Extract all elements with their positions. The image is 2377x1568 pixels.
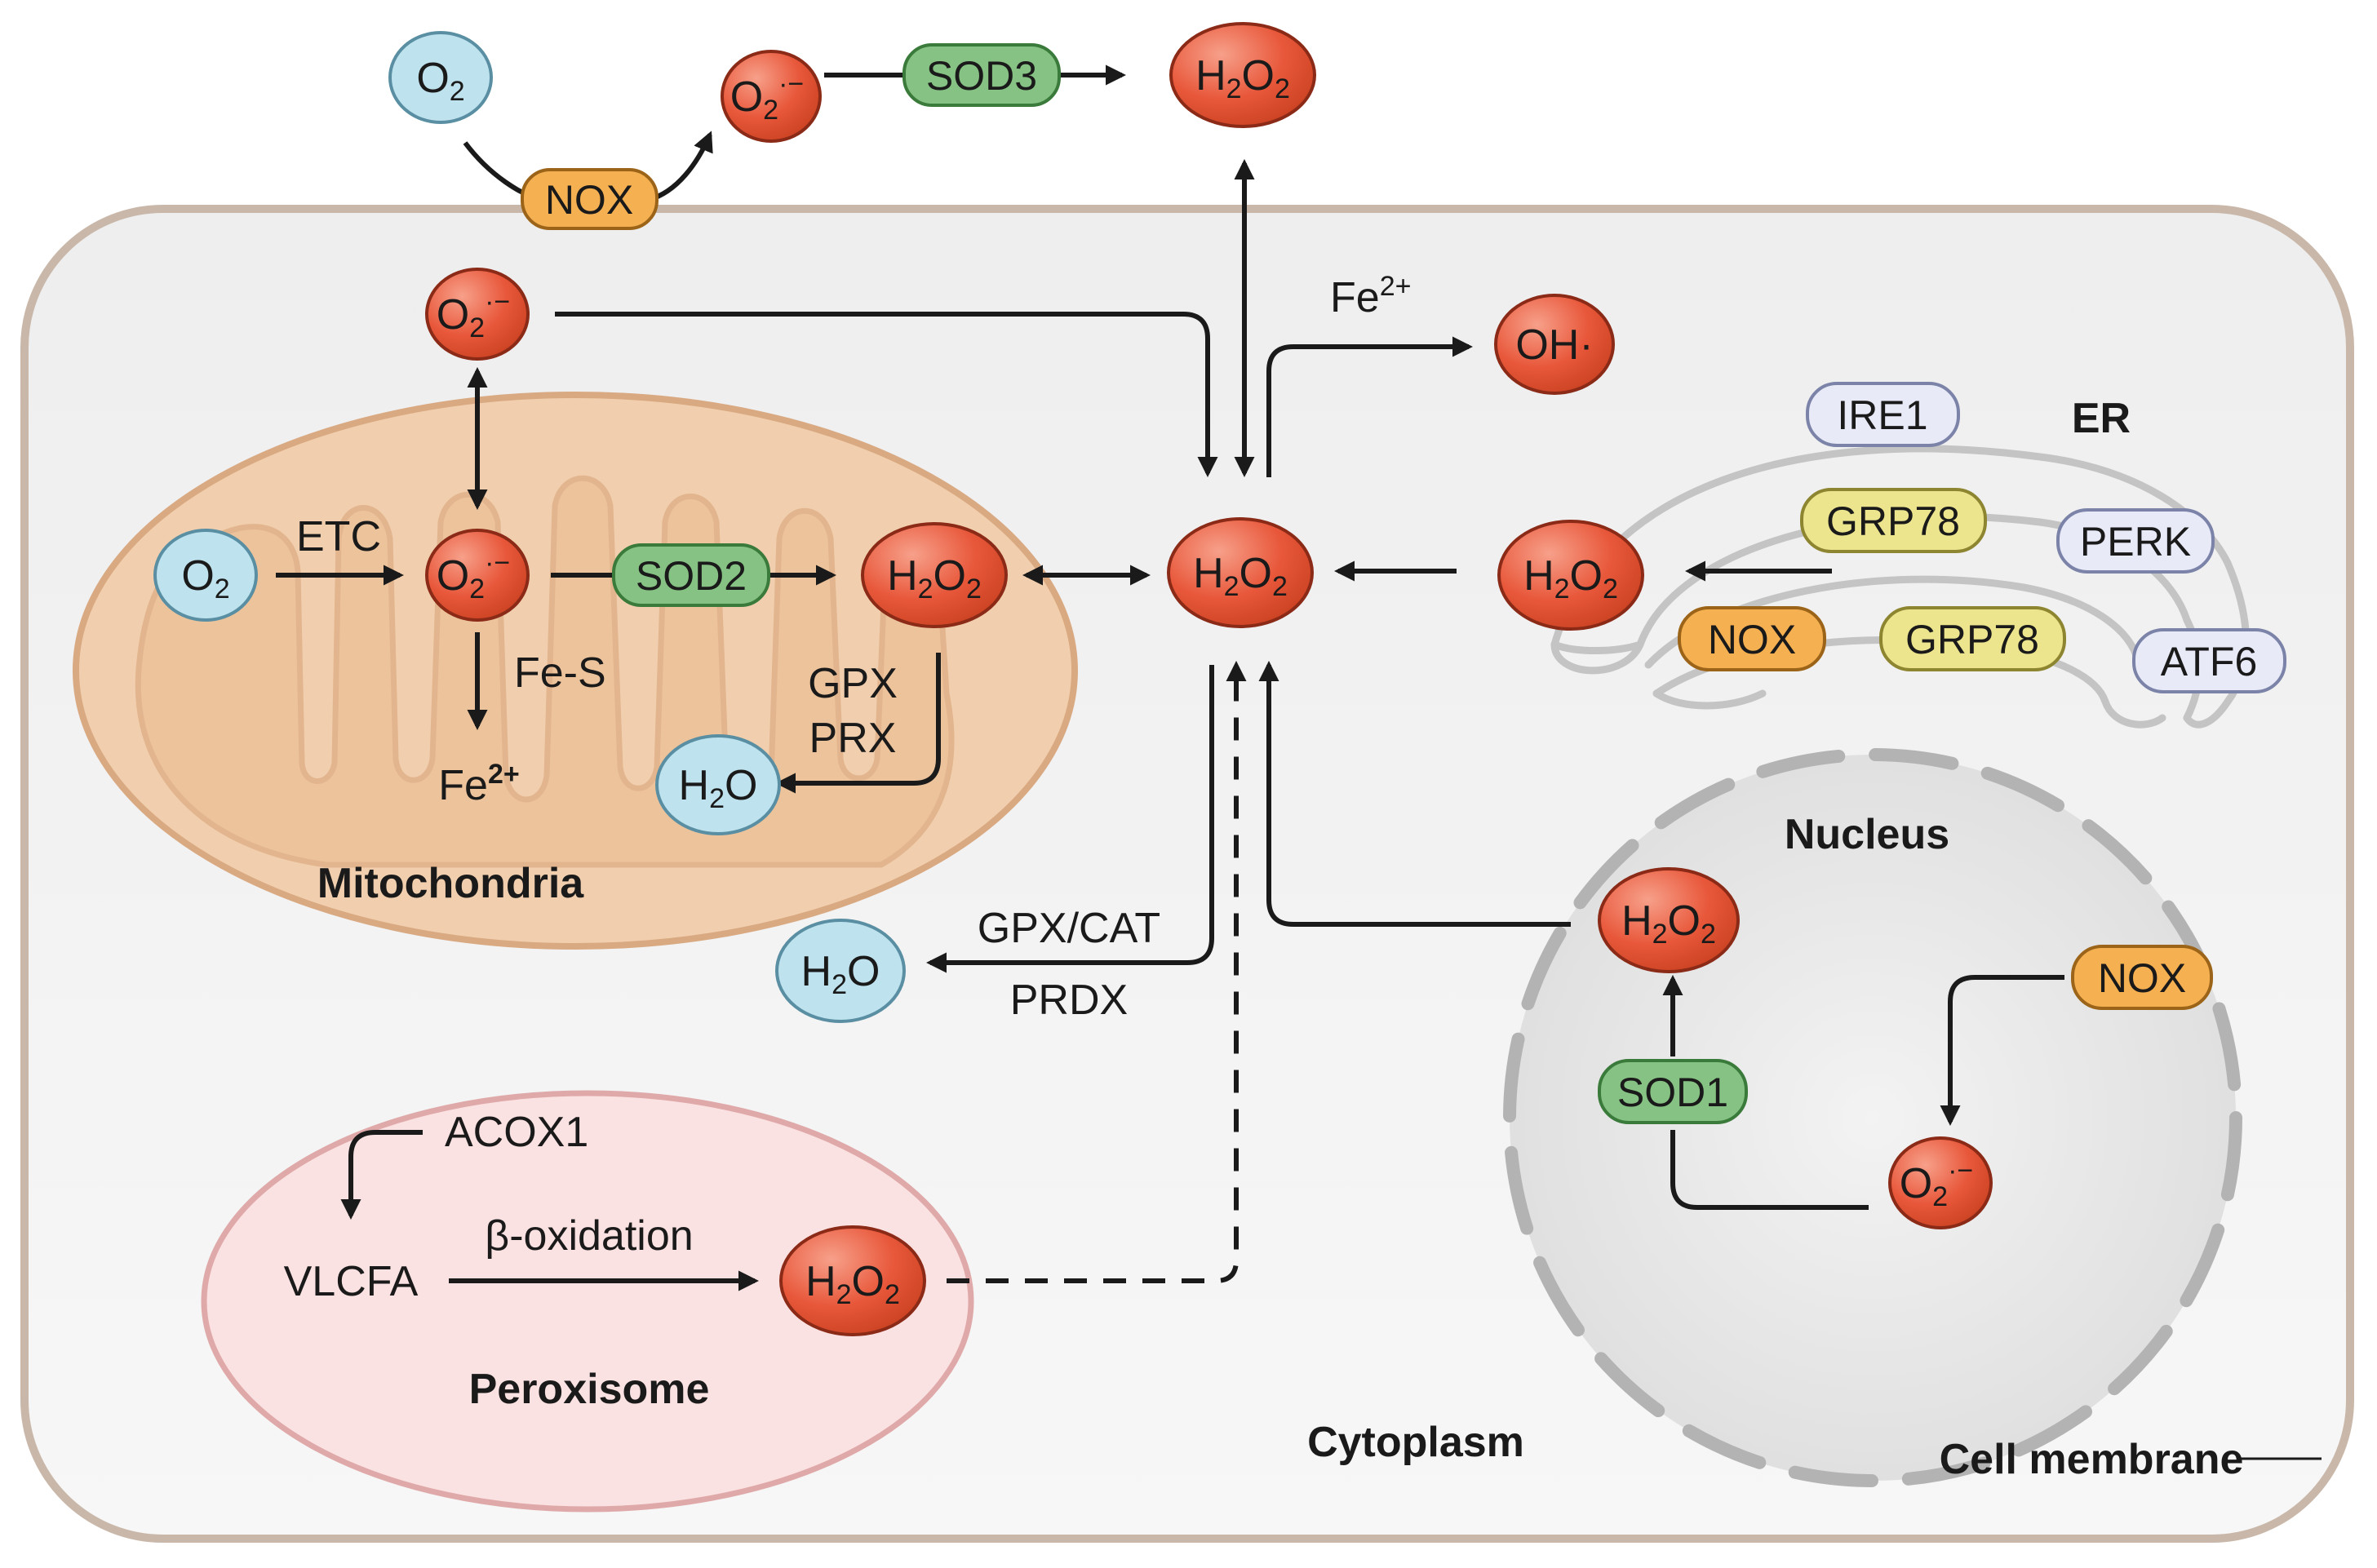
svg-text:PERK: PERK [2080,519,2191,565]
arrow-nucleus-h2o2-to-central [1258,660,1571,927]
arrow-nox-to-superoxide [648,131,713,202]
arrow-central-h2o2-to-water [925,665,1214,973]
svg-text:NOX: NOX [2098,955,2186,1001]
svg-text:H2O2: H2O2 [887,552,982,605]
svg-text:ATF6: ATF6 [2161,639,2258,684]
cytoplasm-label: Cytoplasm [1307,1419,1524,1466]
svg-text:SOD3: SOD3 [926,53,1037,99]
svg-text:H2O: H2O [801,948,880,1000]
svg-text:H2O2: H2O2 [1523,552,1618,605]
arrow-mito-h2o2-to-water [774,653,941,794]
hydroxyl-radical: OH· [1494,294,1615,395]
svg-text:NOX: NOX [545,177,633,223]
arrow-fenton-to-hydroxyl [1266,336,1474,477]
h2o2-central: H2O2 [1167,517,1314,628]
svg-text:H2O2: H2O2 [805,1258,900,1310]
svg-text:O2·−: O2·− [1900,1155,1974,1212]
arrow-peroxisome-to-h2o2 [947,660,1247,1283]
o2-mitochondrial: O2 [153,529,258,622]
h2o2-nucleus: H2O2 [1598,867,1740,973]
nucleus-label: Nucleus [1785,811,1949,858]
svg-text:GRP78: GRP78 [1905,617,2039,662]
svg-text:GRP78: GRP78 [1826,498,1960,544]
svg-text:SOD1: SOD1 [1617,1070,1728,1115]
er-label: ER [2072,395,2131,442]
gpx-cat-label: GPX/CAT [978,905,1160,952]
grp78-pill-lower: GRP78 [1879,606,2066,671]
prdx-label: PRDX [1010,977,1128,1024]
svg-text:H2O: H2O [679,762,758,814]
prx-label: PRX [809,715,897,762]
h2o2-peroxisome: H2O2 [779,1225,926,1336]
nox-er: NOX [1678,606,1826,671]
superoxide-cytoplasmic: O2·− [425,268,530,361]
peroxisome [201,1090,974,1513]
svg-text:H2O2: H2O2 [1193,550,1288,602]
arrow-acox1-to-vlcfa [340,1130,423,1220]
o2-extracellular: O2 [388,31,493,124]
acox1-label: ACOX1 [445,1109,588,1156]
superoxide-mitochondrial: O2·− [425,529,530,622]
peroxisome-label: Peroxisome [469,1366,710,1413]
grp78-pill-upper: GRP78 [1800,488,1987,553]
cell-membrane-label: Cell membrane [1940,1436,2244,1483]
svg-text:O2·−: O2·− [730,69,805,126]
etc-label: ETC [296,513,381,560]
svg-text:NOX: NOX [1708,617,1796,662]
arrow-cytoplasmic-superoxide-to-h2o2 [555,312,1218,478]
h2o2-er: H2O2 [1497,520,1644,631]
h2o-cytoplasmic: H2O [775,919,906,1023]
superoxide-extracellular: O2·− [721,50,822,143]
arrow-nucleus-nox-to-superoxide [1940,975,2064,1127]
fe2-mito-label: Fe2+ [438,759,519,809]
arrow-nucleus-superoxide-to-sod1 [1670,1130,1869,1210]
h2o-mitochondrial: H2O [655,734,781,835]
svg-text:OH·: OH· [1515,321,1593,369]
atf6-pill: ATF6 [2132,628,2286,693]
svg-text:O2: O2 [181,552,229,605]
svg-text:O2: O2 [416,55,464,107]
svg-text:H2O2: H2O2 [1195,52,1290,104]
svg-text:SOD2: SOD2 [636,553,747,599]
mitochondria-label: Mitochondria [317,860,585,907]
svg-text:IRE1: IRE1 [1837,392,1927,438]
perk-pill: PERK [2056,508,2215,574]
gpx-label: GPX [808,660,898,707]
svg-text:O2·−: O2·− [437,547,511,605]
sod2-pill: SOD2 [612,543,770,607]
superoxide-nucleus: O2·− [1888,1136,1993,1229]
nox-extracellular: NOX [521,168,659,230]
sod3-pill: SOD3 [902,43,1061,107]
beta-oxidation-label: β-oxidation [485,1212,693,1260]
fe-s-label: Fe-S [514,649,606,697]
nox-nucleus: NOX [2071,945,2213,1010]
h2o2-mitochondrial: H2O2 [861,522,1008,628]
svg-text:H2O2: H2O2 [1621,897,1716,950]
svg-text:O2·−: O2·− [437,286,511,343]
vlcfa-label: VLCFA [284,1258,419,1305]
sod1-pill: SOD1 [1598,1059,1748,1124]
fe2-cyto-label: Fe2+ [1330,271,1411,321]
ire1-pill: IRE1 [1806,382,1960,447]
h2o2-extracellular: H2O2 [1169,22,1316,128]
